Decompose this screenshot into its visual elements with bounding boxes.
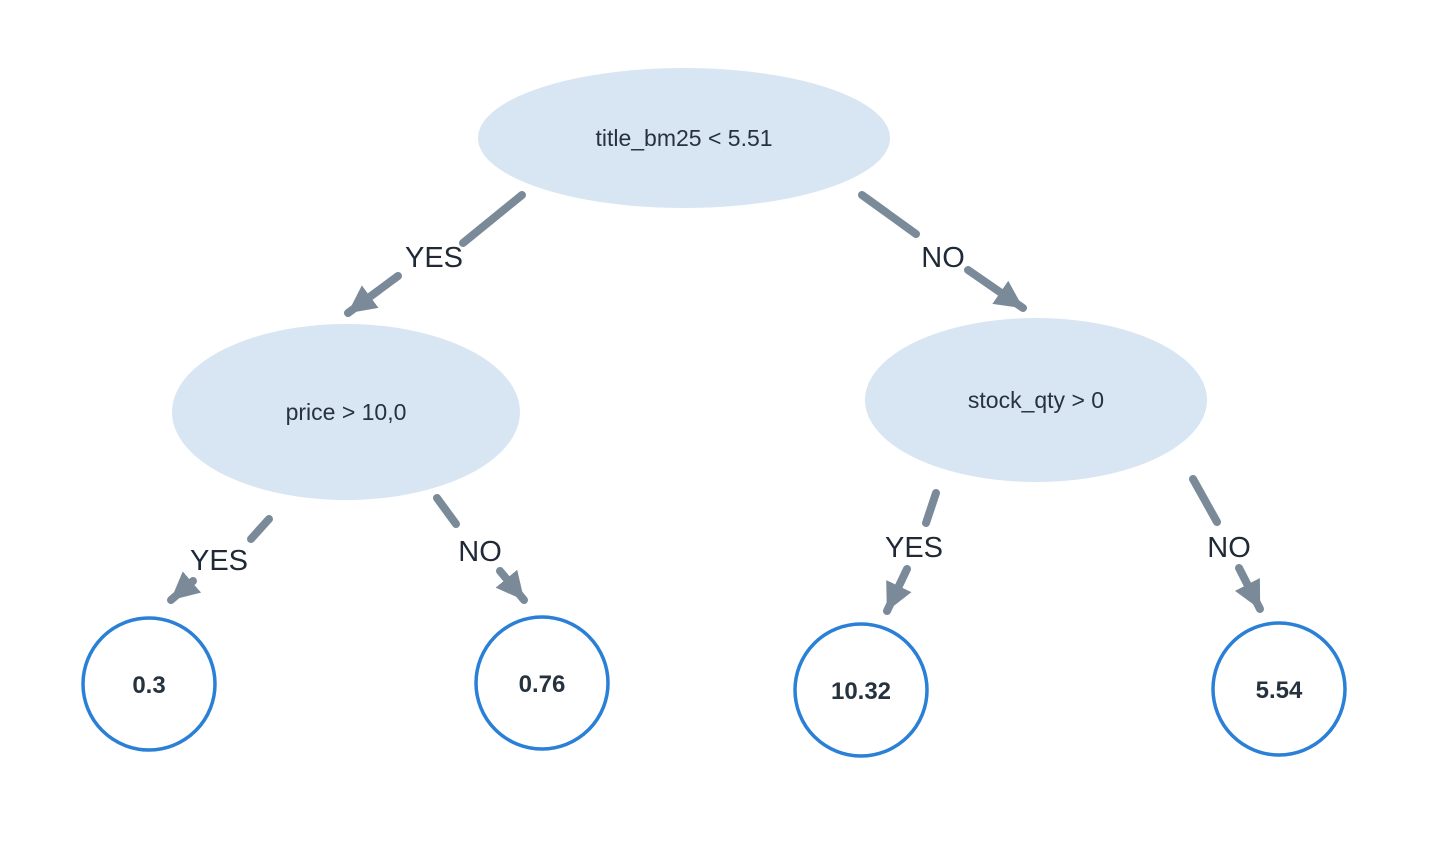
arrow-down-right-icon bbox=[495, 567, 528, 604]
edge-right-to-leaf4: NO bbox=[1189, 475, 1264, 613]
edge-label-yes: YES bbox=[405, 242, 463, 274]
node-left-shape bbox=[172, 324, 520, 500]
edge-left-to-leaf1: YES bbox=[167, 515, 273, 604]
edge-root-to-left: YES bbox=[344, 191, 526, 317]
node-left: price > 10,0 bbox=[172, 324, 520, 500]
node-root-label: title_bm25 < 5.51 bbox=[595, 125, 772, 151]
edge-right-to-leaf3: YES bbox=[883, 489, 943, 615]
edge-label-no: NO bbox=[1207, 532, 1251, 564]
arrow-down-left-icon bbox=[883, 565, 912, 615]
leaf-node-3: 10.32 bbox=[793, 622, 929, 758]
edge-label-yes: YES bbox=[885, 532, 943, 564]
leaf-node-3-value: 10.32 bbox=[831, 678, 891, 705]
edge-segment bbox=[247, 515, 273, 543]
node-root: title_bm25 < 5.51 bbox=[478, 68, 890, 208]
leaf-node-1-shape bbox=[81, 616, 217, 752]
edge-label-no: NO bbox=[921, 242, 965, 274]
edge-root-to-right: NO bbox=[858, 191, 1027, 312]
leaf-node-2-shape bbox=[474, 615, 610, 751]
arrow-down-right-icon bbox=[1234, 564, 1264, 613]
leaf-node-4-value: 5.54 bbox=[1256, 677, 1303, 704]
leaf-node-3-shape bbox=[793, 622, 929, 758]
arrow-down-right-icon bbox=[964, 266, 1027, 312]
node-right-shape bbox=[865, 318, 1207, 482]
edge-label-yes: YES bbox=[190, 545, 248, 577]
edge-segment bbox=[922, 489, 940, 527]
leaf-node-1-value: 0.3 bbox=[132, 672, 165, 699]
edge-segment bbox=[433, 494, 460, 528]
leaf-node-2: 0.76 bbox=[474, 615, 610, 751]
edge-segment bbox=[1189, 475, 1221, 526]
edge-segment bbox=[858, 191, 920, 238]
leaf-node-2-value: 0.76 bbox=[519, 671, 566, 698]
node-root-shape bbox=[478, 68, 890, 208]
leaf-node-4-shape bbox=[1211, 621, 1347, 757]
edge-segment bbox=[459, 191, 526, 247]
leaf-node-1: 0.3 bbox=[81, 616, 217, 752]
node-left-label: price > 10,0 bbox=[286, 399, 407, 425]
leaf-node-4: 5.54 bbox=[1211, 621, 1347, 757]
edge-label-no: NO bbox=[458, 536, 502, 568]
arrow-down-left-icon bbox=[167, 571, 202, 604]
node-right-label: stock_qty > 0 bbox=[968, 387, 1104, 413]
edge-left-to-leaf2: NO bbox=[433, 494, 528, 604]
node-right: stock_qty > 0 bbox=[865, 318, 1207, 482]
arrow-down-left-icon bbox=[344, 272, 402, 317]
